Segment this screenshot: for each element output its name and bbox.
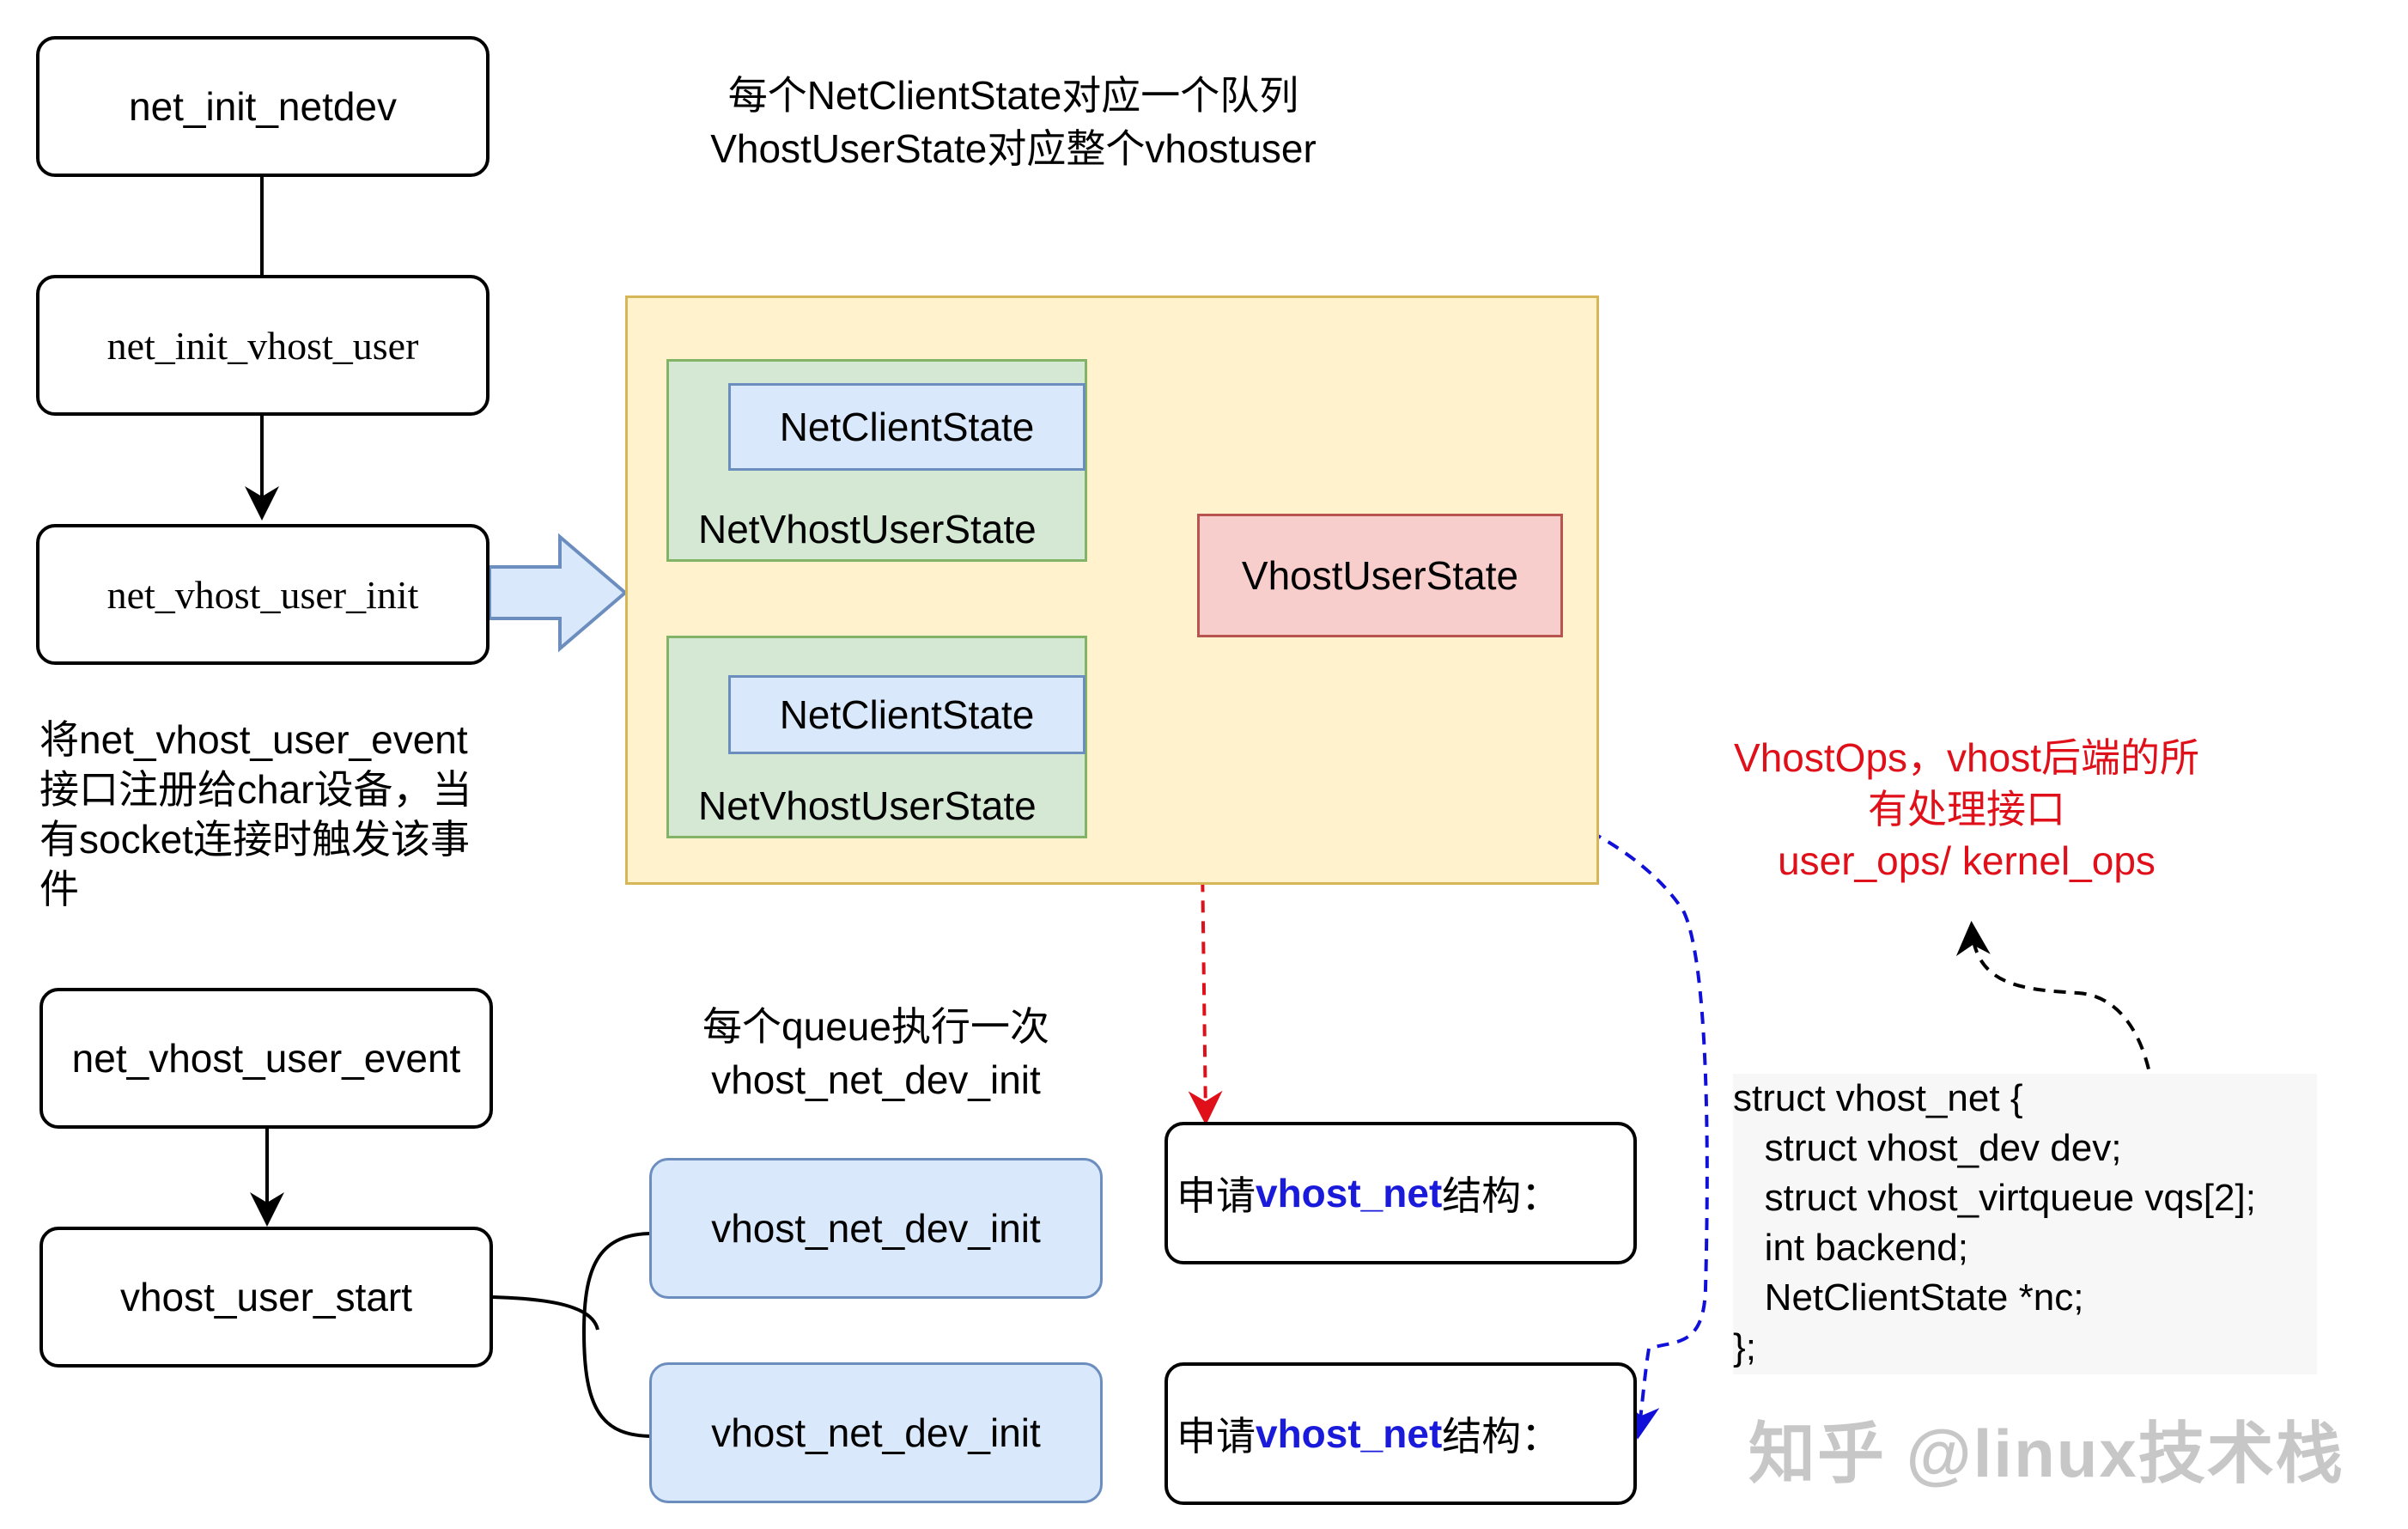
node-vhost-net-dev-init-1: vhost_net_dev_init <box>649 1158 1103 1299</box>
code-line: int backend; <box>1733 1227 1968 1269</box>
code-line: struct vhost_net { <box>1733 1077 2023 1119</box>
note-line: 每个NetClientState对应一个队列 <box>727 73 1299 118</box>
node-label: net_init_netdev <box>128 84 398 129</box>
node-label: vhost_net_dev_init <box>711 1410 1041 1455</box>
apply-name: vhost_net <box>1256 1411 1443 1456</box>
apply-suffix: 结构： <box>1442 1173 1561 1218</box>
net-client-state-2: NetClientState <box>728 675 1085 754</box>
vhost-user-state: VhostUserState <box>1197 514 1563 637</box>
note-line: 每个queue执行一次 <box>702 1004 1049 1049</box>
apply-prefix: 申请 <box>1177 1173 1256 1218</box>
ncs-label: NetClientState <box>779 405 1035 449</box>
code-line: NetClientState *nc; <box>1733 1276 2084 1319</box>
node-net-vhost-user-event: net_vhost_user_event <box>40 988 493 1129</box>
node-vhost-user-start: vhost_user_start <box>40 1227 493 1368</box>
vus-label: VhostUserState <box>1241 553 1519 598</box>
node-label: net_vhost_user_init <box>106 572 419 617</box>
node-net-init-netdev: net_init_netdev <box>36 36 490 177</box>
code-line: struct vhost_dev dev; <box>1733 1127 2122 1169</box>
code-line: struct vhost_virtqueue vqs[2]; <box>1733 1177 2256 1219</box>
node-label: vhost_user_start <box>119 1275 413 1319</box>
ncs-label: NetClientState <box>779 692 1035 737</box>
brace-connector <box>492 1295 599 1331</box>
note-line: 件 <box>40 867 79 911</box>
note-line: user_ops/ kernel_ops <box>1778 838 2156 883</box>
note-state-mapping: 每个NetClientState对应一个队列 VhostUserState对应整… <box>653 69 1374 175</box>
code-struct-vhost-net: struct vhost_net { struct vhost_dev dev;… <box>1733 1074 2317 1374</box>
node-label: vhost_net_dev_init <box>711 1206 1041 1251</box>
apply-name: vhost_net <box>1256 1171 1443 1215</box>
note-line: VhostUserState对应整个vhostuser <box>710 126 1316 171</box>
hollow-arrow-icon <box>488 533 629 653</box>
code-line: }; <box>1733 1326 1756 1368</box>
node-net-init-vhost-user: net_init_vhost_user <box>36 275 490 416</box>
brace-upper <box>581 1232 654 1438</box>
nvus-label: NetVhostUserState <box>698 507 1037 551</box>
node-label: net_vhost_user_event <box>71 1036 461 1081</box>
note-line: vhost_net_dev_init <box>711 1057 1041 1102</box>
note-line: 有socket连接时触发该事 <box>40 817 470 862</box>
note-line: VhostOps，vhost后端的所 <box>1734 735 2199 780</box>
note-queue-init: 每个queue执行一次 vhost_net_dev_init <box>635 1000 1116 1106</box>
apply-prefix: 申请 <box>1177 1414 1256 1459</box>
node-net-vhost-user-init: net_vhost_user_init <box>36 524 490 665</box>
black-arrow-struct-ops <box>1955 921 2157 1131</box>
apply-suffix: 结构： <box>1442 1414 1561 1459</box>
note-register-event: 将net_vhost_user_event 接口注册给char设备，当 有soc… <box>40 713 520 916</box>
note-line: 将net_vhost_user_event <box>40 717 468 762</box>
watermark: 知乎 @linux技术栈 <box>1748 1416 2344 1491</box>
note-vhost-ops: VhostOps，vhost后端的所 有处理接口 user_ops/ kerne… <box>1683 732 2250 886</box>
nvus-label: NetVhostUserState <box>698 783 1037 828</box>
note-line: 有处理接口 <box>1868 787 2065 832</box>
note-line: 接口注册给char设备，当 <box>40 767 472 812</box>
net-client-state-1: NetClientState <box>728 383 1085 471</box>
node-label: net_init_vhost_user <box>106 323 419 368</box>
node-vhost-net-dev-init-2: vhost_net_dev_init <box>649 1362 1103 1503</box>
